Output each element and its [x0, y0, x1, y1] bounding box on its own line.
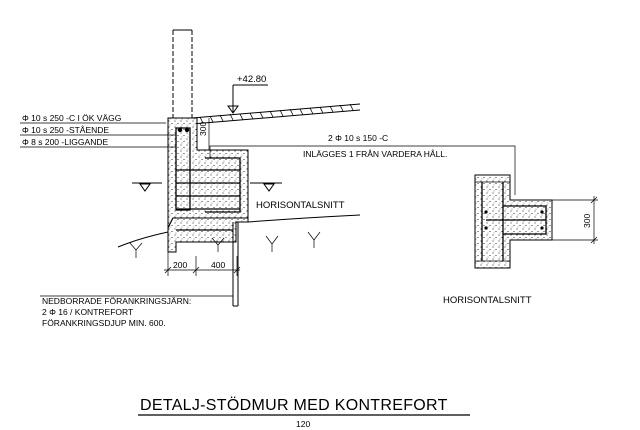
- rebar-label-3: Φ 8 s 200 -LIGGANDE: [22, 137, 108, 147]
- level-marker: +42.80: [227, 74, 268, 114]
- drawing-title: DETALJ-STÖDMUR MED KONTREFORT: [140, 396, 448, 414]
- rebar: [175, 127, 241, 231]
- plan-section: [474, 174, 553, 269]
- base-dimensions: 200 400: [164, 250, 241, 276]
- anchor-label-2: 2 Φ 16 / KONTREFORT: [42, 307, 133, 317]
- rebar-top-label-1: 2 Φ 10 s 150 -C: [328, 133, 388, 143]
- foundation: [167, 217, 249, 253]
- dim-300-left: 300: [198, 118, 210, 150]
- svg-text:300: 300: [582, 214, 592, 228]
- rebar-label-1: Φ 10 s 250 -C I ÖK VÄGG: [22, 113, 121, 123]
- leaders: [20, 122, 516, 297]
- section-label-left: HORISONTALSNITT: [256, 200, 345, 211]
- upper-wall: [172, 29, 193, 118]
- level-label: +42.80: [237, 74, 266, 85]
- ground-surface: [117, 214, 361, 258]
- anchor-label-1: NEDBORRADE FÖRANKRINGSJÄRN:: [42, 296, 191, 306]
- rebar-label-2: Φ 10 s 250 -STÅENDE: [22, 125, 109, 135]
- anchor-rod: [232, 222, 239, 307]
- rebar-top-label-2: INLÄGGES 1 FRÅN VARDERA HÅLL.: [303, 149, 447, 159]
- svg-text:300: 300: [198, 122, 208, 136]
- drawing-scale: 120: [296, 419, 310, 429]
- railing: [191, 103, 361, 125]
- anchor-label-3: FÖRANKRINGSDJUP MIN. 600.: [42, 318, 166, 328]
- section-markers: [132, 182, 282, 192]
- dim-200: 200: [173, 260, 187, 270]
- dim-300-right: 300: [552, 196, 598, 244]
- dim-400: 400: [211, 260, 225, 270]
- section-label-right: HORISONTALSNITT: [443, 295, 532, 306]
